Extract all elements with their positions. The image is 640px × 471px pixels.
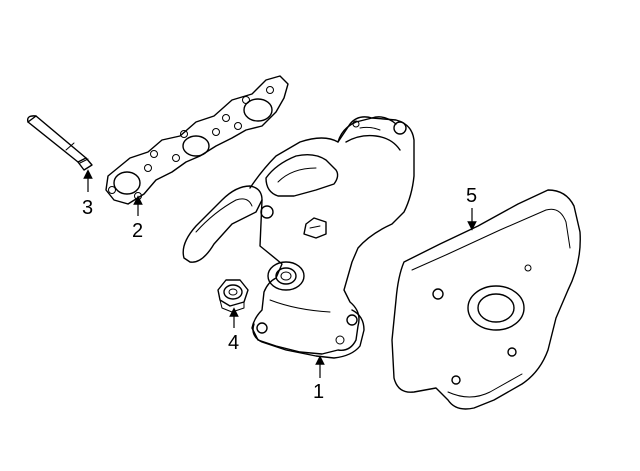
manifold-gasket-icon xyxy=(105,75,289,205)
callout-4: 4 xyxy=(228,332,239,354)
exhaust-manifold-icon xyxy=(182,116,415,359)
callout-1: 1 xyxy=(313,381,324,403)
nut-icon xyxy=(217,279,249,313)
callout-3: 3 xyxy=(82,197,93,219)
stud-icon xyxy=(26,115,93,171)
callout-2: 2 xyxy=(132,220,143,242)
callout-5: 5 xyxy=(466,185,477,207)
heat-shield-icon xyxy=(391,189,581,410)
